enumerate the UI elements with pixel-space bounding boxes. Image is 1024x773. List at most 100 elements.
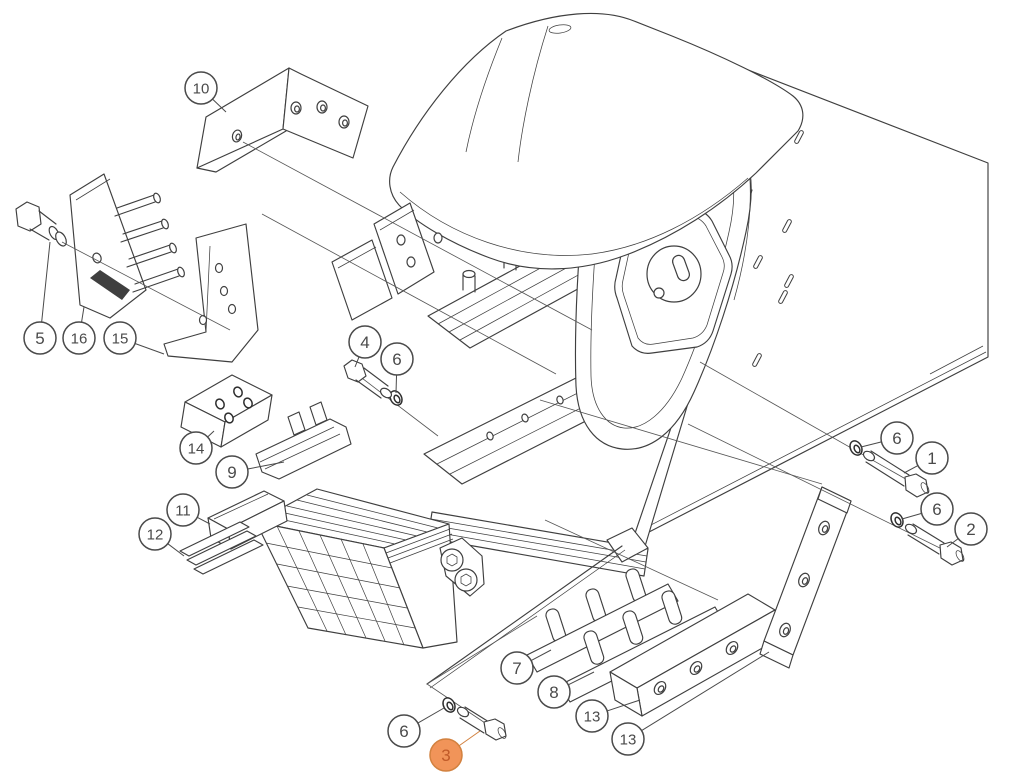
callout-4[interactable]: 4: [348, 325, 382, 368]
balloon-circle[interactable]: [387, 714, 421, 748]
leader-line: [212, 98, 227, 113]
balloon-number: 6: [932, 500, 941, 519]
part-bracket-10: [196, 67, 369, 173]
callout-12[interactable]: 12: [138, 517, 185, 557]
leader-line: [903, 465, 919, 474]
callout-7[interactable]: 7: [500, 649, 552, 685]
leader-line: [458, 730, 481, 747]
leader-line: [641, 651, 770, 732]
leader-line: [81, 306, 85, 323]
callout-10[interactable]: 10: [184, 71, 227, 113]
callout-8[interactable]: 8: [537, 671, 595, 709]
alignment-lines: [61, 141, 951, 734]
leader-line: [167, 543, 185, 557]
part-bracket-15: [163, 223, 259, 363]
leader-line: [607, 699, 641, 712]
callout-2[interactable]: 2: [946, 512, 988, 548]
balloon-circle[interactable]: [138, 517, 172, 551]
alignment-pins: [114, 192, 185, 293]
callout-13-2[interactable]: 13: [611, 651, 770, 756]
leader-line: [41, 241, 51, 323]
part-bolt-3: [456, 706, 507, 741]
balloon-circle[interactable]: [103, 321, 137, 355]
callout-9[interactable]: 9: [215, 455, 285, 489]
panel-slot-marks: [752, 130, 804, 367]
balloon-circle[interactable]: [920, 492, 954, 526]
jaw-block-bosses: [439, 537, 485, 597]
balloon-circle[interactable]: [537, 675, 571, 709]
balloon-circle[interactable]: [611, 722, 645, 756]
part-liner-9: [255, 401, 352, 480]
part-bar-13b: [759, 486, 852, 669]
balloon-circle[interactable]: [348, 325, 382, 359]
balloon-number: 1: [927, 449, 936, 468]
balloon-number: 16: [71, 330, 88, 347]
leader-line: [417, 707, 445, 724]
leader-line: [395, 374, 398, 394]
leader-line: [354, 356, 360, 368]
leader-line: [196, 516, 211, 525]
balloon-circle[interactable]: [500, 651, 534, 685]
balloon-circle[interactable]: [62, 321, 96, 355]
balloon-circle[interactable]: [429, 738, 463, 772]
part-bolt-4: [343, 359, 393, 399]
balloon-circle[interactable]: [915, 441, 949, 475]
part-washer-6-right-1: [849, 440, 863, 456]
balloon-number: 15: [112, 330, 129, 347]
balloon-number: 13: [620, 731, 637, 748]
balloon-number: 5: [35, 329, 44, 348]
part-jaw-block: [255, 488, 626, 689]
callout-6-2[interactable]: 6: [860, 421, 914, 455]
balloon-circle[interactable]: [880, 421, 914, 455]
balloon-number: 6: [399, 722, 408, 741]
balloon-circle[interactable]: [380, 342, 414, 376]
part-shims-12: [179, 521, 264, 575]
callout-14[interactable]: 14: [179, 430, 215, 465]
balloon-number: 8: [549, 683, 558, 702]
balloon-number: 7: [512, 659, 521, 678]
jaw-block-knurl: [265, 525, 416, 646]
leader-line: [207, 430, 215, 438]
balloon-circle[interactable]: [23, 321, 57, 355]
balloon-number: 9: [227, 463, 236, 482]
leader-line: [530, 649, 552, 661]
callout-15[interactable]: 15: [103, 321, 165, 355]
callout-6[interactable]: 6: [380, 342, 414, 394]
callout-1[interactable]: 1: [903, 441, 949, 475]
part-washer-6-bottom: [442, 697, 456, 713]
leader-line: [946, 538, 959, 548]
balloon-number: 4: [360, 333, 369, 352]
callout-11[interactable]: 11: [166, 493, 211, 527]
callout-6-4[interactable]: 6: [387, 707, 445, 748]
part-bar-13a: [609, 593, 781, 717]
balloon-circle[interactable]: [215, 455, 249, 489]
leader-line: [860, 441, 882, 448]
balloon-number: 6: [892, 429, 901, 448]
balloon-number: 6: [392, 350, 401, 369]
balloon-circle[interactable]: [179, 431, 213, 465]
machine-hood: [389, 12, 804, 270]
balloon-circle[interactable]: [166, 493, 200, 527]
part-washer-6-right-2: [890, 512, 904, 528]
balloon-circle[interactable]: [184, 71, 218, 105]
callout-16[interactable]: 16: [62, 306, 96, 355]
leader-line: [901, 512, 922, 520]
balloon-number: 12: [147, 526, 164, 543]
balloon-number: 10: [193, 80, 210, 97]
part-bolt-5: [15, 201, 67, 247]
callout-3[interactable]: 3: [429, 730, 481, 772]
leader-line: [568, 671, 595, 686]
balloon-number: 13: [584, 708, 601, 725]
callout-6-3[interactable]: 6: [901, 492, 954, 526]
balloon-number: 11: [175, 502, 191, 519]
balloon-number: 2: [966, 520, 975, 539]
balloon-circle[interactable]: [575, 699, 609, 733]
leader-line: [134, 342, 165, 355]
part-washer-6-mid: [389, 390, 403, 406]
callout-13[interactable]: 13: [575, 699, 641, 733]
balloon-circle[interactable]: [954, 512, 988, 546]
callout-5[interactable]: 5: [23, 241, 57, 355]
